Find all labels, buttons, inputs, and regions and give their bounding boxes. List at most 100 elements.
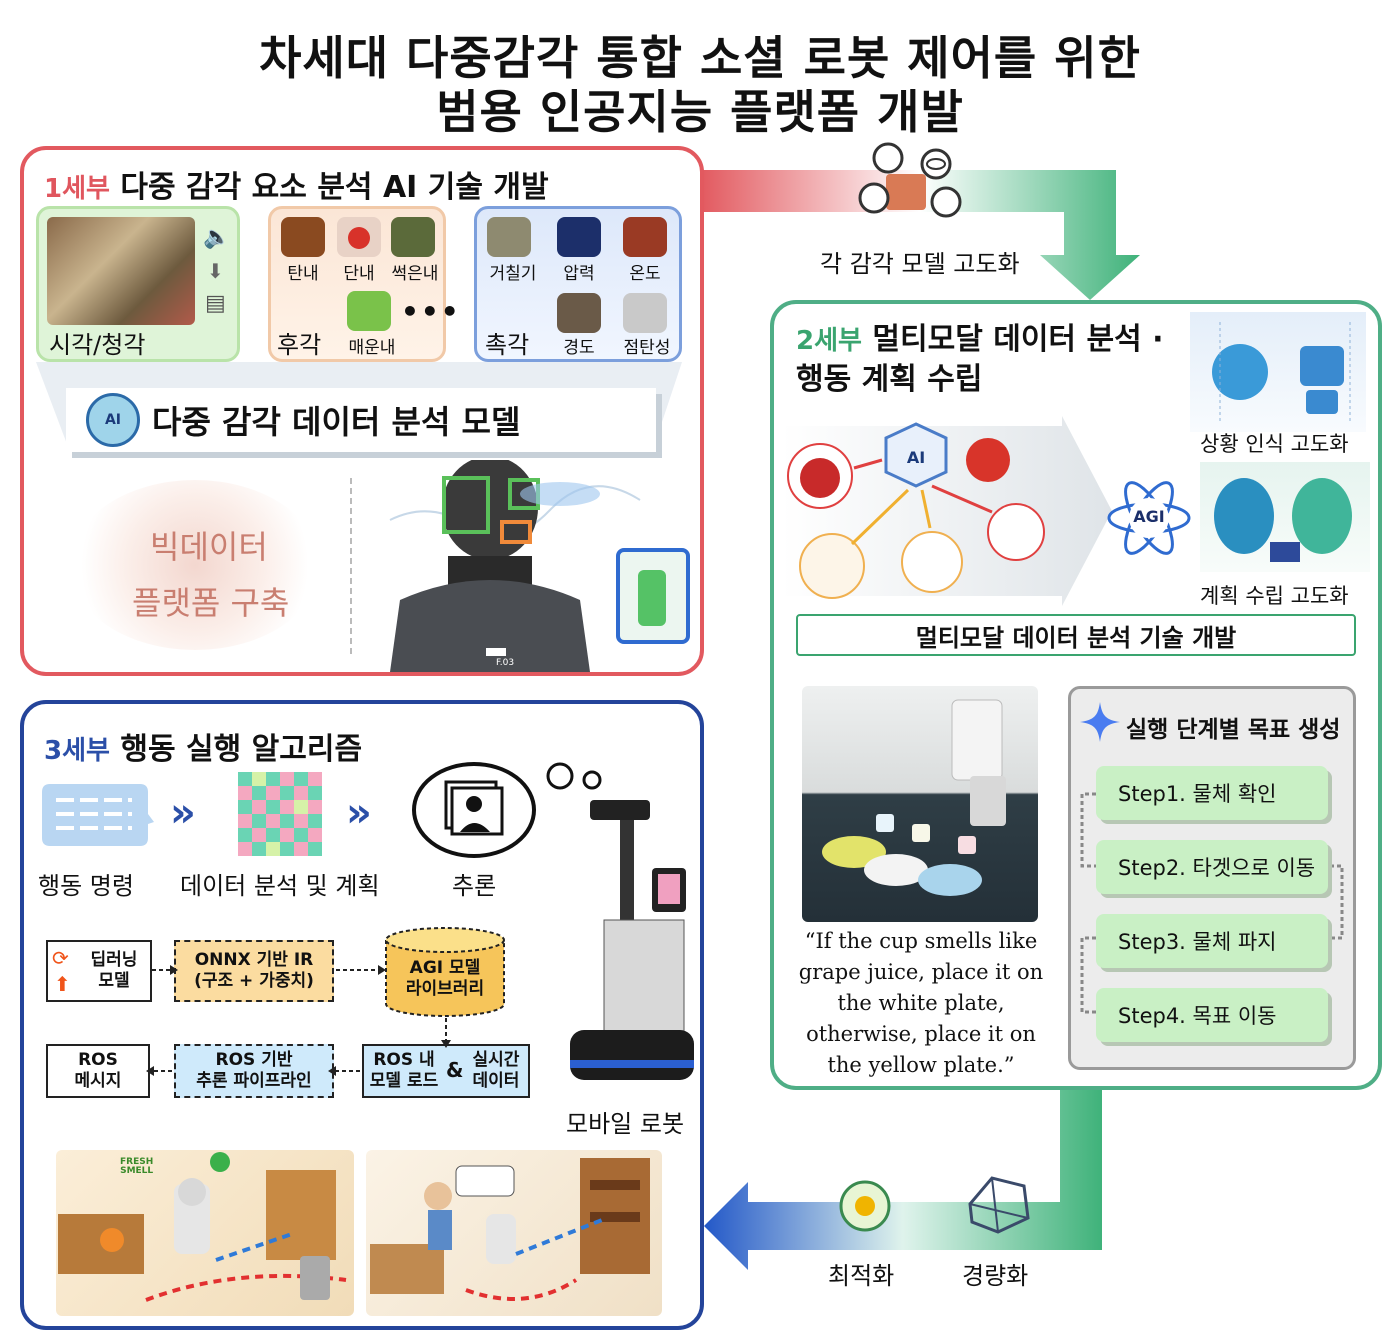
optimize-icon xyxy=(832,1176,898,1240)
planning-label: 계획 수립 고도화 xyxy=(1200,584,1349,608)
panel3-tag: 3세부 xyxy=(44,736,110,766)
panel2-tag: 2세부 xyxy=(796,326,862,356)
vision-box: 🔈 ⬇ ▤ 시각/청각 xyxy=(36,206,240,362)
flow-connectors xyxy=(146,965,451,1076)
sparkle-icon xyxy=(1080,702,1120,742)
hardness-image xyxy=(557,293,601,333)
panel2-title-line2: 행동 계획 수립 xyxy=(796,362,983,397)
touch-item-2: 압력 xyxy=(563,264,595,284)
pressure-image xyxy=(557,217,601,257)
smell-label: 후각 xyxy=(277,331,322,359)
main-title-line1: 차세대 다중감각 통합 소셜 로봇 제어를 위한 xyxy=(259,31,1141,85)
touch-item-1: 거칠기 xyxy=(489,264,537,284)
bottom-flow-arrow xyxy=(704,1088,1102,1270)
step-3: Step3. 물체 파지 xyxy=(1096,914,1328,968)
touch-item-3: 온도 xyxy=(629,264,661,284)
inference-thought-icon xyxy=(412,762,602,858)
more-dots: ••• xyxy=(401,295,461,328)
panel3-title-text: 행동 실행 알고리즘 xyxy=(120,732,363,767)
touch-extra-2: 점탄성 xyxy=(623,338,671,358)
step-2: Step2. 타겟으로 이동 xyxy=(1096,840,1328,894)
divider xyxy=(350,478,352,654)
touch-label: 촉각 xyxy=(485,331,530,359)
panel3-title: 3세부 행동 실행 알고리즘 xyxy=(44,724,362,768)
room-photo xyxy=(47,217,195,325)
chevron-2: » xyxy=(346,790,372,836)
panel1-title-text: 다중 감각 요소 분석 AI 기술 개발 xyxy=(120,170,549,205)
model-banner: AI 다중 감각 데이터 분석 모델 xyxy=(66,388,656,452)
deep-learning-icon: ⟳ xyxy=(52,946,69,970)
agi-atom-icon xyxy=(1107,481,1191,555)
main-title-line2: 범용 인공지능 플랫폼 개발 xyxy=(436,85,964,139)
agi-label: AGI xyxy=(1133,507,1165,526)
planning-icon-area xyxy=(1200,462,1370,572)
step-1: Step1. 물체 확인 xyxy=(1096,766,1328,820)
speaker-icon: 🔈 xyxy=(203,225,231,250)
ai-hex-label: AI xyxy=(906,448,926,467)
top-flow-arrow xyxy=(700,170,1140,300)
pipeline-label-3: 추론 xyxy=(452,872,497,900)
onnx-ir-box: ONNX 기반 IR (구조 + 가중치) xyxy=(174,940,334,1002)
ampersand: & xyxy=(446,1058,464,1082)
temperature-image xyxy=(623,217,667,257)
situation-label: 상황 인식 고도화 xyxy=(1200,432,1349,456)
ros-message-box: ROS 메시지 xyxy=(46,1044,150,1098)
smell-extra: 매운내 xyxy=(348,338,396,358)
model-label: 다중 감각 데이터 분석 모델 xyxy=(152,403,521,441)
ros-load-group: ROS 내 모델 로드 & 실시간 데이터 xyxy=(362,1044,530,1098)
sweet-smell-image xyxy=(337,217,381,257)
goal-title: 실행 단계별 목표 생성 xyxy=(1126,717,1341,743)
lightweight-icon xyxy=(962,1172,1034,1240)
scene-kitchen: FRESH SMELL xyxy=(56,1150,354,1316)
panel1-title: 1세부 다중 감각 요소 분석 AI 기술 개발 xyxy=(44,162,549,206)
realtime-data-label: 실시간 데이터 xyxy=(472,1049,520,1091)
smell-item-3: 썩은내 xyxy=(391,264,439,284)
situation-icon-area xyxy=(1190,312,1366,432)
ros-load-label: ROS 내 모델 로드 xyxy=(369,1049,439,1091)
top-flow-label: 각 감각 모델 고도화 xyxy=(820,250,1020,278)
sensory-icons-cluster xyxy=(850,140,970,230)
dl-model-box: 딥러닝 모델 xyxy=(46,940,152,1002)
fresh-smell-tag: FRESH SMELL xyxy=(120,1157,154,1176)
smell-item-2: 단내 xyxy=(343,264,375,284)
agi-library-cylinder xyxy=(385,927,505,1017)
mobile-robot xyxy=(570,800,694,1080)
lightweight-label: 경량화 xyxy=(962,1262,1029,1290)
robot-chest-mark: F.03 xyxy=(496,658,515,668)
bigdata-cloud xyxy=(70,480,320,650)
panel1-tag: 1세부 xyxy=(44,174,110,204)
step-4: Step4. 목표 이동 xyxy=(1096,988,1328,1042)
chevron-1: » xyxy=(170,790,196,836)
rotten-smell-image xyxy=(391,217,435,257)
down-arrow-icon: ⬇ xyxy=(207,259,224,283)
viscoelasticity-image xyxy=(623,293,667,333)
bigdata-line1: 빅데이터 xyxy=(150,528,268,566)
instruction-quote: “If the cup smells like grape juice, pla… xyxy=(798,929,1044,1077)
roughness-image xyxy=(487,217,531,257)
vision-label: 시각/청각 xyxy=(49,331,146,359)
data-grid-icon xyxy=(238,772,322,856)
humanoid-robot xyxy=(389,460,690,672)
pipeline-label-1: 행동 명령 xyxy=(38,872,134,900)
multimodal-graphic xyxy=(782,416,1112,606)
smell-box: 탄내 단내 썩은내 ••• 후각 매운내 xyxy=(268,206,459,362)
touch-extra-1: 경도 xyxy=(563,338,595,358)
mobile-robot-label: 모바일 로봇 xyxy=(566,1110,685,1138)
optimize-label: 최적화 xyxy=(828,1262,895,1290)
touch-box: 거칠기 압력 온도 촉각 경도 점탄성 xyxy=(474,206,682,362)
bigdata-line2: 플랫폼 구축 xyxy=(132,584,290,622)
scene-living-room xyxy=(366,1150,662,1316)
pipeline-label-2: 데이터 분석 및 계획 xyxy=(180,872,380,900)
robot-arm-photo xyxy=(802,686,1038,922)
agi-library-label: AGI 모델 라이브러리 xyxy=(405,958,485,1000)
command-chat-icon xyxy=(42,784,154,846)
document-icon: ▤ xyxy=(205,291,226,316)
spicy-smell-image xyxy=(347,291,391,331)
ai-brain-icon: AI xyxy=(86,393,140,447)
smell-item-1: 탄내 xyxy=(287,264,319,284)
panel2-title-text: 멀티모달 데이터 분석 · xyxy=(872,322,1164,357)
burnt-smell-image xyxy=(281,217,325,257)
step-connectors xyxy=(1080,792,1344,1014)
multimodal-tech-banner: 멀티모달 데이터 분석 기술 개발 xyxy=(796,614,1356,656)
